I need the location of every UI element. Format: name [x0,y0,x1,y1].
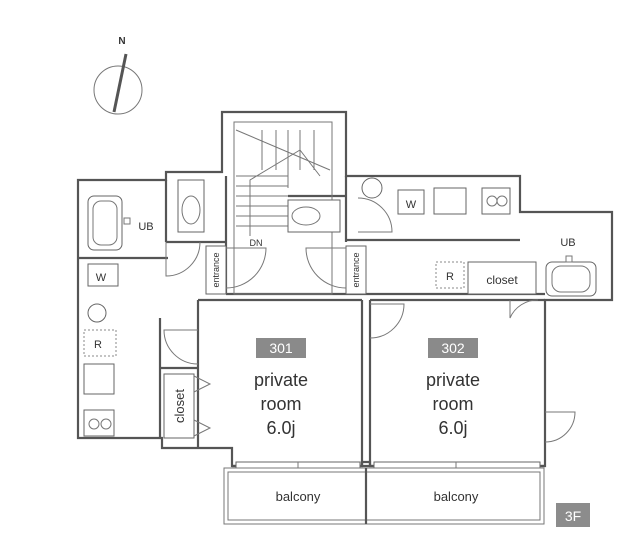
right-unit-fixtures: W R closet UB [287,177,597,297]
room-301: 301 private room 6.0j [254,338,308,438]
w-label-right: W [406,199,417,211]
entrance-left [205,245,227,295]
closet-label-left: closet [172,389,187,423]
entrance-label-right: entrance [351,252,361,287]
unit-badge-302 [428,338,478,358]
windows [235,461,541,469]
entrances: entrance entrance [205,245,367,295]
r-label-right: R [446,271,454,283]
balcony-label-right: balcony [434,489,479,504]
closet-label-right: closet [486,273,518,287]
balconies: balcony balcony [223,467,545,525]
fridge-space-right [435,261,465,289]
r-label-left: R [94,339,102,351]
floor-badge: 3F [556,503,590,527]
entrance-right [345,245,367,295]
compass-circle [93,65,143,115]
doors [163,197,576,443]
stairs-down-label: DN [250,238,263,248]
kitchen-sink-left [83,363,115,395]
fridge-space-left [83,329,117,357]
balcony-label-left: balcony [276,489,321,504]
w-label-left: W [96,272,107,284]
bathtub-right [545,261,597,297]
stove-right [481,187,511,215]
floor-badge-bg [556,503,590,527]
room-type-301-line2: room [260,394,301,414]
entrance-label-left: entrance [211,252,221,287]
toilet-right [287,199,341,233]
compass-needle [112,53,128,113]
unit-number-301: 301 [269,340,293,356]
room-type-302-line1: private [426,370,480,390]
sink-right [361,177,383,199]
ub-label-right: UB [560,237,575,249]
left-unit-fixtures: UB W R [83,179,205,437]
bathtub-left [87,195,123,251]
north-label: N [118,36,125,47]
washer-space-left [87,263,119,287]
room-302: 302 private room 6.0j [426,338,480,438]
staircase: DN [233,121,333,295]
closet-left-group: closet [163,373,212,439]
unit-number-302: 302 [441,340,465,356]
washer-space-right [397,189,425,215]
room-size-301: 6.0j [266,418,295,438]
room-size-302: 6.0j [438,418,467,438]
ub-label-left: UB [138,221,153,233]
compass: N [93,36,143,115]
floor-label: 3F [565,508,581,524]
sink-left [87,303,107,323]
closet-right [467,261,537,295]
room-type-302-line2: room [432,394,473,414]
closet-left [163,373,195,439]
unit-badge-301 [256,338,306,358]
room-type-301-line1: private [254,370,308,390]
kitchen-sink-right [433,187,467,215]
